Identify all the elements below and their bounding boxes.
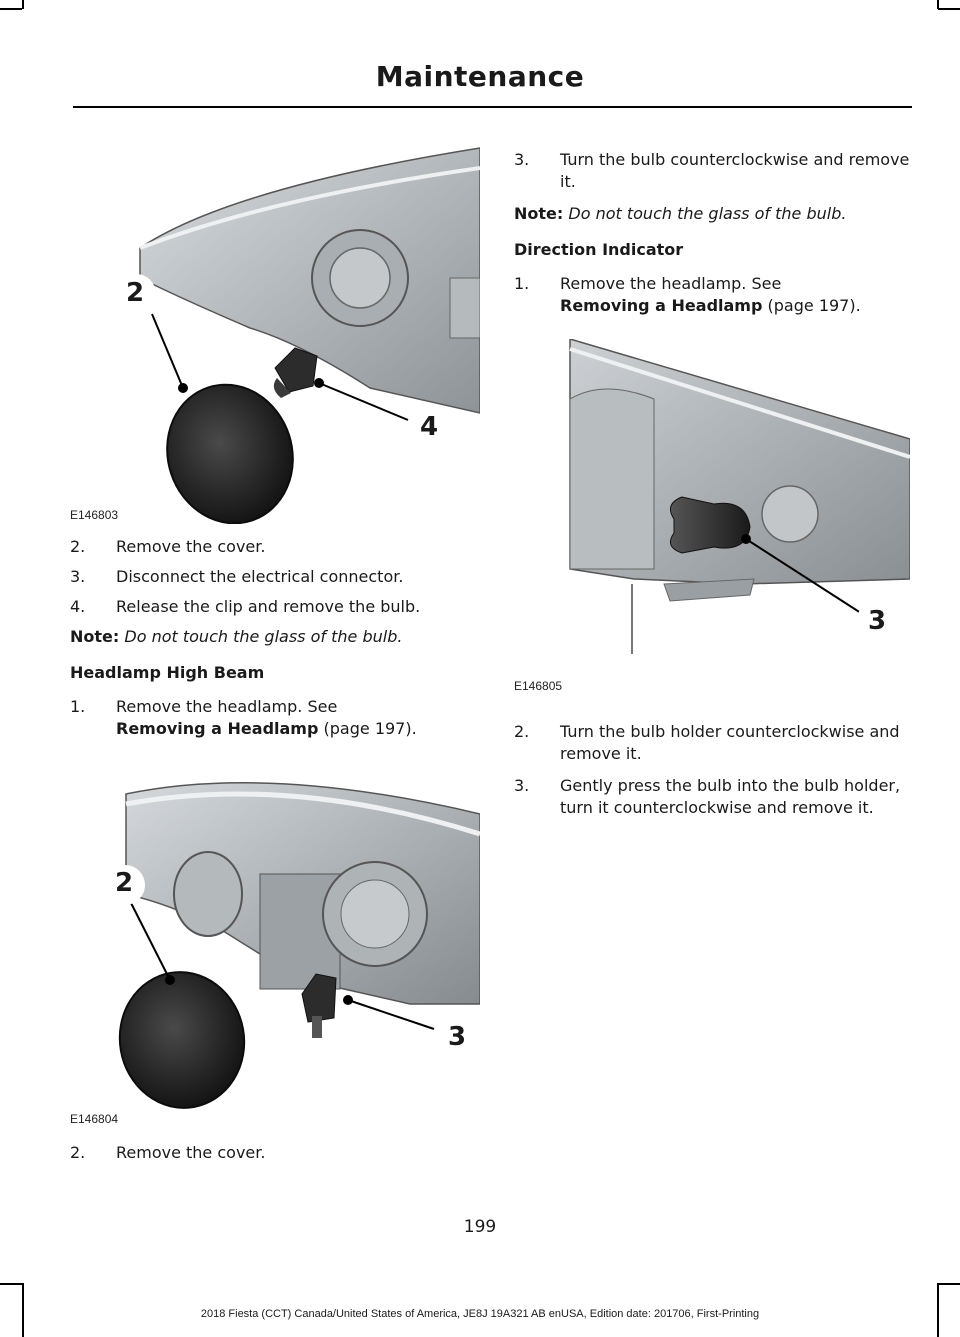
left-column: 2 4 E146803 2.Remove the cover. 3.Discon… — [70, 128, 490, 1164]
callout-label: 4 — [420, 412, 439, 442]
figure-high-beam-bulb: 2 3 E146804 — [70, 754, 480, 1128]
list-item: 1.Remove the headlamp. See Removing a He… — [514, 274, 861, 315]
section-heading: Headlamp High Beam — [70, 663, 265, 682]
crop-mark — [0, 8, 22, 10]
cross-reference-link[interactable]: Removing a Headlamp — [116, 719, 319, 738]
crop-mark — [937, 1283, 939, 1337]
note: Note: Do not touch the glass of the bulb… — [514, 204, 847, 223]
callout-label: 2 — [115, 868, 134, 898]
cross-reference-link[interactable]: Removing a Headlamp — [560, 296, 763, 315]
list-item: 2.Turn the bulb holder counterclockwise … — [514, 722, 900, 763]
crop-mark — [22, 0, 24, 9]
page-title: Maintenance — [375, 60, 585, 93]
callout-label: 2 — [126, 278, 145, 308]
figure-code: E146805 — [514, 679, 563, 693]
list-item: 3.Disconnect the electrical connector. — [70, 567, 404, 586]
section-heading: Direction Indicator — [514, 240, 684, 259]
page-number: 199 — [463, 1217, 497, 1237]
list-item: 3.Turn the bulb counterclockwise and rem… — [514, 150, 910, 191]
callout-label: 3 — [448, 1022, 467, 1052]
figure-code: E146803 — [70, 508, 119, 522]
edition-footer: 2018 Fiesta (CCT) Canada/United States o… — [200, 1308, 760, 1320]
crop-mark — [938, 1283, 960, 1285]
headlamp-illustration — [569, 339, 910, 654]
list-item: 4.Release the clip and remove the bulb. — [70, 597, 421, 616]
list-item: 2.Remove the cover. — [70, 1143, 266, 1162]
figure-code: E146804 — [70, 1112, 119, 1126]
headlamp-illustration — [116, 147, 480, 524]
header-divider — [73, 106, 912, 108]
list-item: 2.Remove the cover. — [70, 537, 266, 556]
headlamp-illustration — [105, 782, 480, 1109]
crop-mark — [0, 1283, 22, 1285]
callout-label: 3 — [868, 606, 887, 636]
crop-mark — [22, 1283, 24, 1337]
crop-mark — [937, 0, 939, 9]
figure-direction-indicator-bulb: 3 E146805 — [514, 339, 910, 695]
crop-mark — [938, 8, 960, 10]
list-item: 3.Gently press the bulb into the bulb ho… — [514, 776, 901, 817]
list-item: 1.Remove the headlamp. See Removing a He… — [70, 697, 417, 738]
right-column: 3.Turn the bulb counterclockwise and rem… — [514, 149, 914, 819]
note: Note: Do not touch the glass of the bulb… — [70, 627, 403, 646]
figure-low-beam-bulb: 2 4 E146803 — [70, 128, 480, 524]
